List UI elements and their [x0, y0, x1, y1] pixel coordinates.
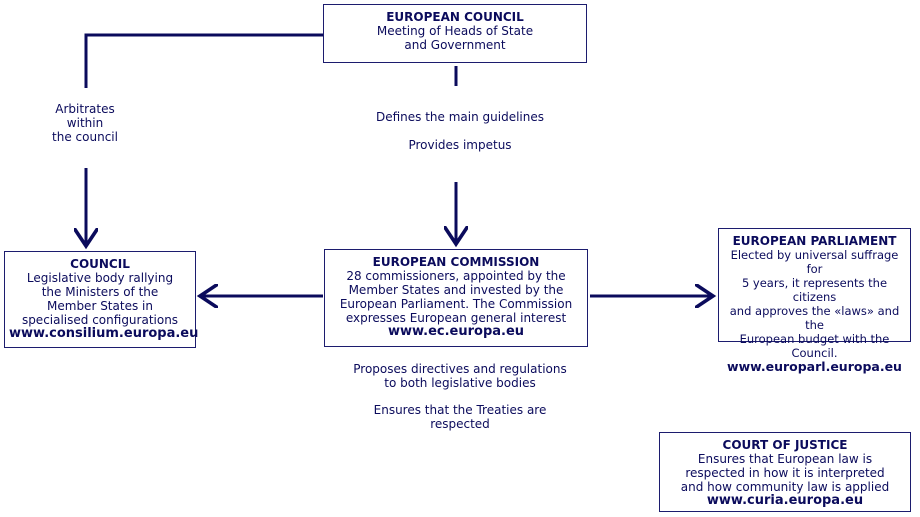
european-council-box: EUROPEAN COUNCIL Meeting of Heads of Sta…	[323, 4, 587, 63]
label-proposes: Proposes directives and regulations to b…	[353, 362, 567, 390]
court-link[interactable]: www.curia.europa.eu	[706, 493, 864, 508]
parliament-title: EUROPEAN PARLIAMENT	[732, 234, 897, 248]
council-box: COUNCIL Legislative body rallying the Mi…	[4, 251, 199, 348]
european-council-title: EUROPEAN COUNCIL	[386, 10, 524, 24]
court-title: COURT OF JUSTICE	[722, 438, 848, 452]
court-body: Ensures that European law is respected i…	[680, 452, 890, 494]
label-impetus: Provides impetus	[408, 138, 512, 152]
council-link[interactable]: www.consilium.europa.eu	[9, 326, 199, 341]
commission-box: EUROPEAN COMMISSION 28 commissioners, ap…	[324, 249, 588, 347]
commission-title: EUROPEAN COMMISSION	[372, 255, 540, 269]
commission-link[interactable]: www.ec.europa.eu	[387, 324, 525, 339]
label-arbitrates: Arbitrates within the council	[52, 102, 118, 144]
label-treaties: Ensures that the Treaties are respected	[373, 403, 547, 431]
european-council-body: Meeting of Heads of State and Government	[376, 24, 534, 52]
court-box: COURT OF JUSTICE Ensures that European l…	[659, 432, 911, 512]
commission-body: 28 commissioners, appointed by the Membe…	[339, 269, 573, 325]
label-guidelines: Defines the main guidelines	[375, 110, 544, 124]
parliament-body: Elected by universal suffrage for 5 year…	[729, 248, 900, 360]
parliament-link[interactable]: www.europarl.europa.eu	[727, 359, 902, 374]
connector-council-elbow	[84, 33, 323, 88]
parliament-box: EUROPEAN PARLIAMENT Elected by universal…	[718, 228, 911, 374]
council-body: Legislative body rallying the Ministers …	[21, 271, 179, 327]
council-title: COUNCIL	[70, 257, 130, 271]
